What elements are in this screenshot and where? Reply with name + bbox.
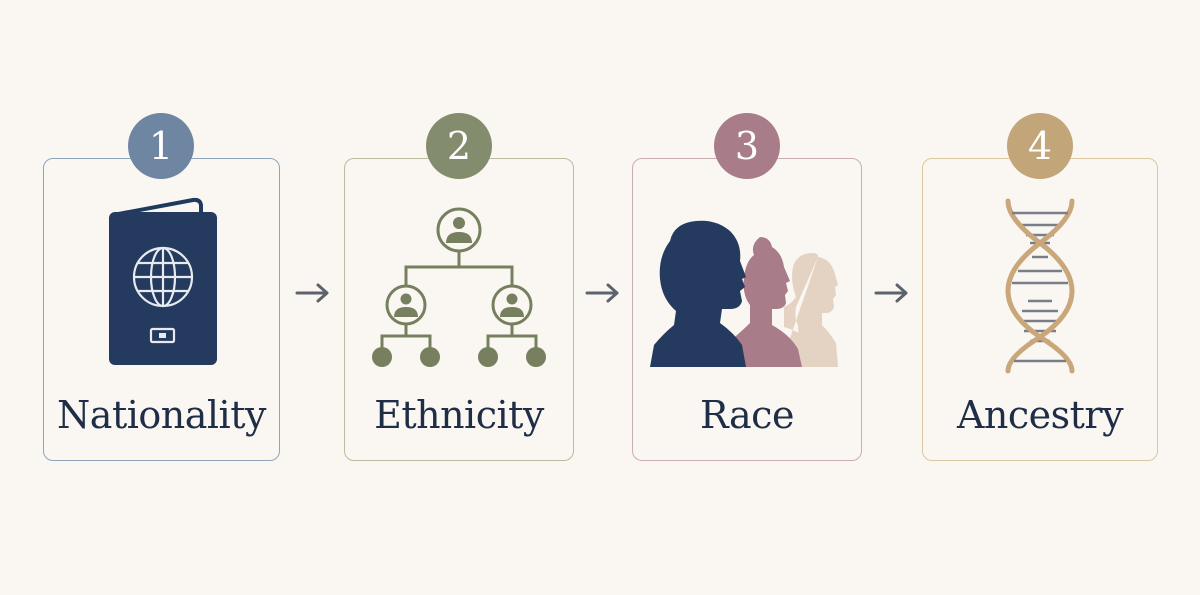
arrow-right-icon	[874, 283, 908, 303]
step-number-badge: 1	[128, 113, 194, 179]
step-card-ancestry	[922, 158, 1158, 461]
step-label: Nationality	[57, 393, 266, 437]
dna-icon	[1005, 198, 1075, 374]
step-number-badge: 3	[714, 113, 780, 179]
step-label: Ancestry	[956, 393, 1124, 437]
step-label: Ethnicity	[374, 393, 544, 437]
arrow-right-icon	[295, 283, 329, 303]
passport-icon	[109, 197, 217, 365]
arrow-right-icon	[585, 283, 619, 303]
step-number-badge: 4	[1007, 113, 1073, 179]
step-label: Race	[700, 393, 794, 437]
family-tree-icon	[372, 207, 546, 367]
profiles-icon	[650, 220, 838, 367]
step-number-badge: 2	[426, 113, 492, 179]
